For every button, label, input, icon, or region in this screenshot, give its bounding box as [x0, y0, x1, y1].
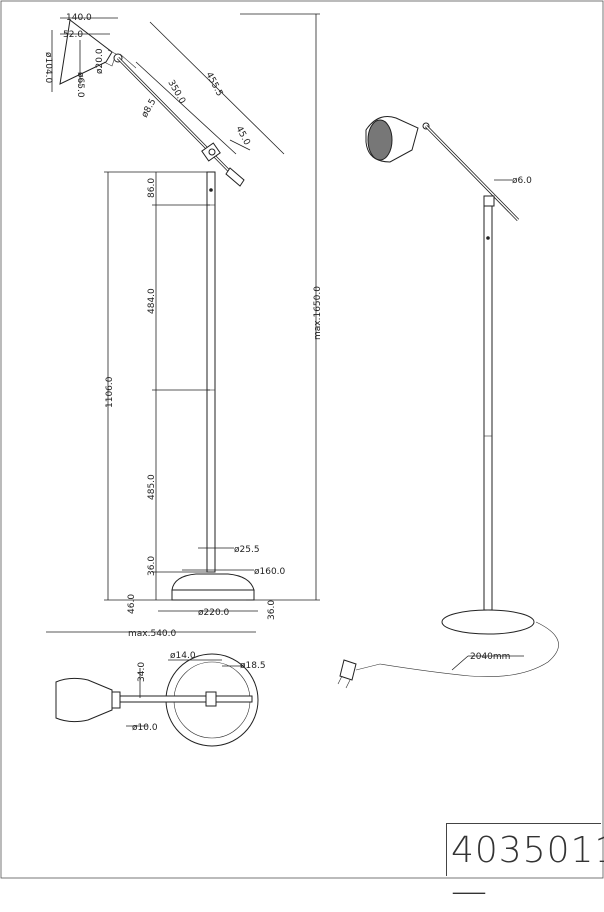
plug-pin-2 [345, 679, 351, 689]
dim-52-label: 52.0 [63, 30, 83, 40]
counterweight [225, 167, 245, 187]
dim-14-label: ø14.0 [170, 651, 196, 661]
dim-4555-line [149, 21, 285, 155]
arm-top [119, 695, 253, 703]
dim-86-label: 86.0 [147, 178, 157, 198]
shade-top [55, 677, 113, 723]
dim-45-line [229, 139, 251, 151]
dim-160-label: ø160.0 [254, 567, 286, 577]
dim-540-label: max.540.0 [128, 629, 177, 639]
dim-cable-leader [451, 655, 469, 671]
pole-3d [483, 205, 493, 611]
side-view: 140.0 52.0 ø104.0 ø65.0 ø20.0 455.5 350.… [43, 13, 323, 639]
dim-85-label: ø8.5 [140, 97, 159, 119]
arm-dim-tick [119, 53, 137, 69]
base-bottom [171, 589, 255, 601]
dim-140-label: 140.0 [66, 13, 92, 23]
dim-1106-label: 1106.0 [105, 376, 115, 408]
dim-20-label: ø20.0 [95, 48, 105, 74]
plug-pin-1 [337, 675, 343, 685]
arm-rod-inner [117, 57, 239, 181]
arm-pivot [208, 148, 216, 156]
dim-65-label: ø65.0 [75, 72, 85, 98]
dim-cable-label: 2040mm [470, 652, 510, 662]
shade-opening [367, 119, 393, 161]
dim-4555-label: 455.5 [203, 71, 224, 98]
switch-dot [209, 188, 213, 192]
drawing-canvas: 140.0 52.0 ø104.0 ø65.0 ø20.0 455.5 350.… [0, 0, 604, 879]
pole [206, 171, 216, 573]
perspective-view: ø6.0 2040mm [337, 116, 559, 689]
plug [339, 659, 357, 681]
dim-485-label: 485.0 [147, 474, 157, 500]
dim-1650-label: max.1650.0 [313, 286, 323, 340]
base-top [171, 573, 255, 591]
dim-45-label: 45.0 [233, 125, 251, 148]
arm-3d-inner [425, 125, 519, 221]
dim-10-label: ø10.0 [132, 723, 158, 733]
dim-46-label: 46.0 [127, 594, 137, 614]
base-3d [441, 609, 535, 635]
dim-34-label: 34.0 [137, 662, 147, 682]
top-view: 34.0 ø14.0 ø18.5 ø10.0 [55, 651, 266, 747]
dim-36a-label: 36.0 [147, 556, 157, 576]
dim-36b-label: 36.0 [267, 600, 277, 620]
shade-side [59, 19, 113, 85]
joint-top [205, 691, 217, 707]
sheet-border [0, 0, 604, 879]
dim-104-label: ø104.0 [43, 52, 53, 84]
dim-6-label: ø6.0 [512, 176, 532, 186]
article-code: 4035011— [451, 830, 604, 912]
dim-255-label: ø25.5 [234, 545, 260, 555]
switch-3d [486, 236, 490, 240]
article-code-box: 4035011— [446, 823, 604, 912]
cable [355, 621, 559, 678]
dim-220-label: ø220.0 [198, 608, 230, 618]
dim-484-label: 484.0 [147, 288, 157, 314]
dim-185-label: ø18.5 [240, 661, 266, 671]
joint-3d [483, 195, 495, 207]
shade-collar-top [111, 691, 121, 709]
dim-350-line [135, 61, 237, 155]
